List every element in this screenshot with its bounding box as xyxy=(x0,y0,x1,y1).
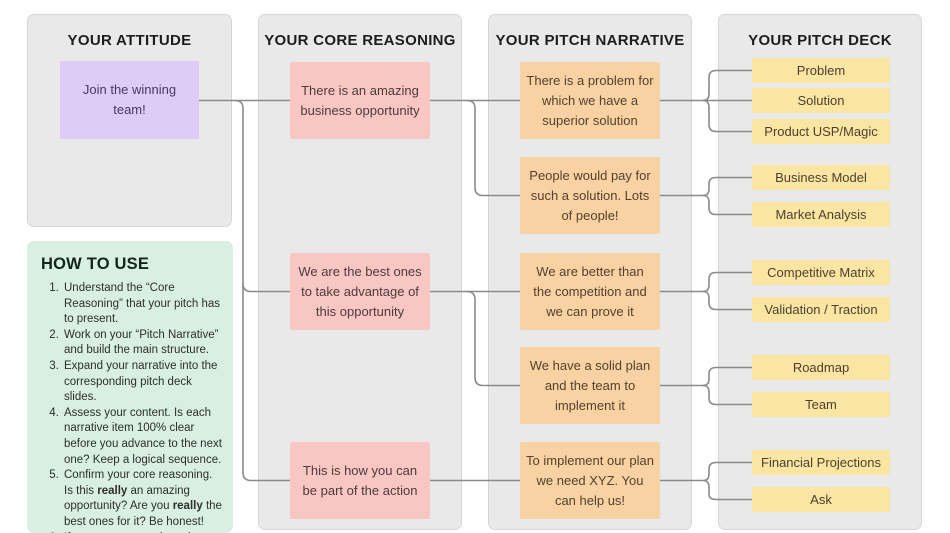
narrative-note-1[interactable]: There is a problem for which we have a s… xyxy=(520,62,660,139)
note-text: There is an amazing business opportunity xyxy=(300,82,420,118)
howto-step-1: Understand the “Core Reasoning” that you… xyxy=(62,281,223,328)
deck-note-market-analysis[interactable]: Market Analysis xyxy=(752,202,890,227)
deck-note-solution[interactable]: Solution xyxy=(752,88,890,113)
column-title-attitude: YOUR ATTITUDE xyxy=(67,32,192,49)
howto-step-4: Assess your content. Is each narrative i… xyxy=(62,406,223,468)
deck-note-business-model[interactable]: Business Model xyxy=(752,165,890,190)
note-text: Roadmap xyxy=(792,360,850,375)
note-text: Solution xyxy=(797,93,845,108)
howto-step-2: Work on your “Pitch Narrative” and build… xyxy=(62,328,223,359)
deck-note-validation-traction[interactable]: Validation / Traction xyxy=(752,297,890,322)
note-text: Financial Projections xyxy=(761,455,881,470)
note-text: Team xyxy=(805,397,837,412)
column-title-core-reasoning: YOUR CORE REASONING xyxy=(264,32,456,49)
narrative-note-3[interactable]: We are better than the competition and w… xyxy=(520,253,660,330)
reasoning-note-2[interactable]: We are the best ones to take advantage o… xyxy=(290,253,430,330)
column-title-pitch-narrative: YOUR PITCH NARRATIVE xyxy=(495,32,685,49)
howto-step-3: Expand your narrative into the correspon… xyxy=(62,359,223,406)
note-text: We are better than the competition and w… xyxy=(533,263,647,319)
how-to-use-panel: HOW TO USE Understand the “Core Reasonin… xyxy=(27,241,233,533)
note-text: People would pay for such a solution. Lo… xyxy=(529,167,651,223)
note-text: Validation / Traction xyxy=(764,302,878,317)
reasoning-note-3[interactable]: This is how you can be part of the actio… xyxy=(290,442,430,519)
reasoning-note-1[interactable]: There is an amazing business opportunity xyxy=(290,62,430,139)
note-text: Product USP/Magic xyxy=(764,124,878,139)
note-text: Market Analysis xyxy=(775,207,867,222)
note-text: Problem xyxy=(796,63,846,78)
deck-note-problem[interactable]: Problem xyxy=(752,58,890,83)
note-text: Competitive Matrix xyxy=(767,265,875,280)
narrative-note-5[interactable]: To implement our plan we need XYZ. You c… xyxy=(520,442,660,519)
deck-note-competitive-matrix[interactable]: Competitive Matrix xyxy=(752,260,890,285)
note-text: We have a solid plan and the team to imp… xyxy=(529,357,651,413)
column-title-pitch-deck: YOUR PITCH DECK xyxy=(748,32,892,49)
deck-note-financial-projections[interactable]: Financial Projections xyxy=(752,450,890,475)
note-text: To implement our plan we need XYZ. You c… xyxy=(526,452,654,508)
deck-note-product-usp[interactable]: Product USP/Magic xyxy=(752,119,890,144)
narrative-note-2[interactable]: People would pay for such a solution. Lo… xyxy=(520,157,660,234)
deck-note-ask[interactable]: Ask xyxy=(752,487,890,512)
deck-note-roadmap[interactable]: Roadmap xyxy=(752,355,890,380)
note-text: Join the winning team! xyxy=(82,82,177,117)
narrative-note-4[interactable]: We have a solid plan and the team to imp… xyxy=(520,347,660,424)
howto-step-5: Confirm your core reasoning. Is this rea… xyxy=(62,468,223,530)
note-text: This is how you can be part of the actio… xyxy=(302,462,418,498)
how-to-use-steps: Understand the “Core Reasoning” that you… xyxy=(41,281,223,533)
note-text: Ask xyxy=(810,492,832,507)
note-text: Business Model xyxy=(775,170,867,185)
attitude-note[interactable]: Join the winning team! xyxy=(60,61,199,139)
note-text: We are the best ones to take advantage o… xyxy=(298,263,422,319)
how-to-use-title: HOW TO USE xyxy=(41,255,150,273)
howto-step-6: If yes, you can work on the presentation… xyxy=(62,531,223,533)
deck-note-team[interactable]: Team xyxy=(752,392,890,417)
note-text: There is a problem for which we have a s… xyxy=(526,72,654,128)
